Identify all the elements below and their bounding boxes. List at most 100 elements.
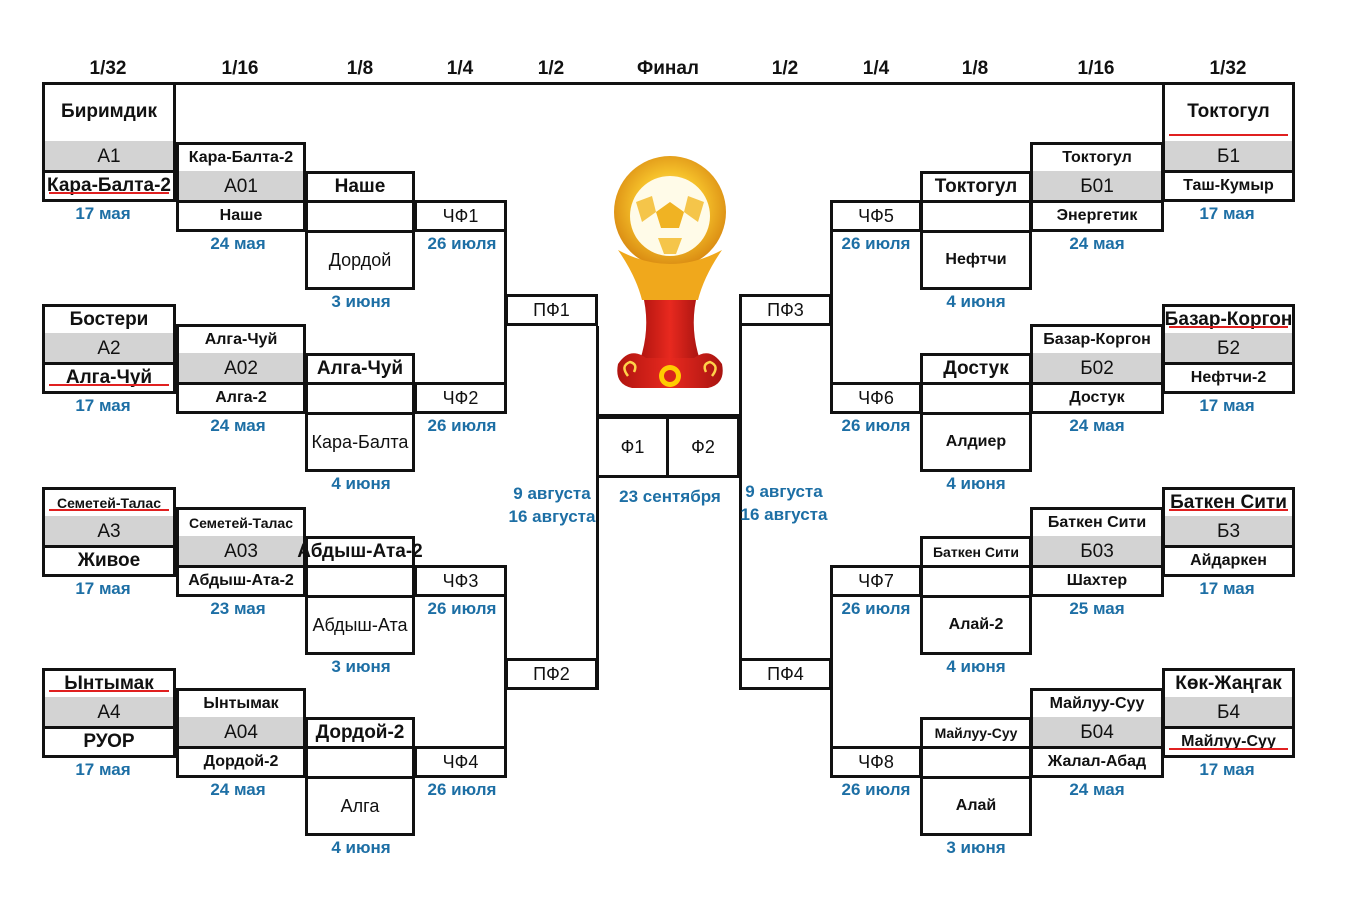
match-date: 24 мая — [1069, 234, 1125, 253]
team-box: Алай — [920, 776, 1032, 836]
match-date: 24 мая — [210, 780, 266, 799]
match-date: 26 июля — [427, 234, 497, 253]
trophy-icon — [614, 156, 726, 388]
group-code: Б3 — [1162, 516, 1295, 548]
round-header: 1/2 — [771, 58, 799, 79]
team-box: Наше — [176, 200, 306, 232]
team-box: Бостери — [42, 304, 176, 336]
group-code: А01 — [176, 171, 306, 203]
team-box: Шахтер — [1030, 565, 1164, 597]
group-code: Б04 — [1030, 717, 1164, 749]
team-box: Токтогул — [1162, 82, 1295, 144]
team-box: Майлуу-Суу — [920, 717, 1032, 749]
match-date: 26 июля — [841, 234, 911, 253]
match-date: 24 мая — [1069, 416, 1125, 435]
quarterfinal-box: ЧФ5 — [830, 200, 922, 232]
quarterfinal-box: ЧФ8 — [830, 746, 922, 778]
final-leg-box: Ф2 — [666, 416, 740, 478]
semifinal-box: ПФ1 — [505, 294, 598, 326]
match-date: 17 мая — [75, 579, 131, 598]
match-date: 17 мая — [75, 204, 131, 223]
match-date: 24 мая — [210, 234, 266, 253]
team-box: Семетей-Талас — [176, 507, 306, 539]
round-header: 1/4 — [862, 58, 890, 79]
team-box: Кара-Балта — [305, 412, 415, 472]
match-date: 17 мая — [1199, 396, 1255, 415]
match-date: 3 июня — [331, 292, 391, 311]
quarterfinal-box: ЧФ4 — [414, 746, 507, 778]
match-date: 26 июля — [427, 599, 497, 618]
empty-slot — [305, 565, 415, 595]
semifinal-box: ПФ3 — [739, 294, 832, 326]
group-code: А04 — [176, 717, 306, 749]
team-box: Базар-Коргон — [1162, 304, 1295, 336]
match-date: 24 мая — [1069, 780, 1125, 799]
empty-slot — [305, 200, 415, 230]
group-code: А4 — [42, 697, 176, 729]
round-header: 1/8 — [961, 58, 989, 79]
match-date: 23 сентября — [619, 487, 721, 506]
match-date: 23 мая — [210, 599, 266, 618]
team-box: Баткен Сити — [920, 536, 1032, 568]
group-code: Б4 — [1162, 697, 1295, 729]
bracket-line — [739, 326, 742, 690]
team-box: Алга-Чуй — [305, 353, 415, 385]
group-code: А3 — [42, 516, 176, 548]
team-box: Алга-Чуй — [42, 362, 176, 394]
top-border-line — [42, 82, 1295, 85]
quarterfinal-box: ЧФ6 — [830, 382, 922, 414]
final-leg-box: Ф1 — [596, 416, 669, 478]
bracket-line — [599, 414, 739, 417]
group-code: А2 — [42, 333, 176, 365]
group-code: Б1 — [1162, 141, 1295, 173]
team-box: Абдыш-Ата-2 — [297, 536, 423, 568]
team-box: Энергетик — [1030, 200, 1164, 232]
team-box: Базар-Коргон — [1030, 324, 1164, 356]
match-date: 16 августа — [508, 507, 596, 526]
team-box: Алай-2 — [920, 595, 1032, 655]
team-box: Биримдик — [42, 82, 176, 144]
round-header: 1/32 — [89, 58, 127, 79]
match-date: 3 июня — [946, 838, 1006, 857]
match-date: 17 мая — [1199, 579, 1255, 598]
round-header: 1/8 — [346, 58, 374, 79]
match-date: 4 июня — [331, 838, 391, 857]
team-box: Майлуу-Суу — [1162, 726, 1295, 758]
round-header: 1/2 — [537, 58, 565, 79]
match-date: 4 июня — [946, 657, 1006, 676]
group-code: А1 — [42, 141, 176, 173]
match-date: 9 августа — [513, 484, 591, 503]
quarterfinal-box: ЧФ7 — [830, 565, 922, 597]
empty-slot — [920, 382, 1032, 412]
quarterfinal-box: ЧФ2 — [414, 382, 507, 414]
team-box: Алга-Чуй — [176, 324, 306, 356]
round-header: 1/4 — [446, 58, 474, 79]
round-header: 1/16 — [221, 58, 259, 79]
team-box: Баткен Сити — [1162, 487, 1295, 519]
semifinal-box: ПФ4 — [739, 658, 832, 690]
bracket-line — [596, 326, 599, 454]
match-date: 4 июня — [946, 474, 1006, 493]
team-box: Нефтчи — [920, 230, 1032, 290]
match-date: 26 июля — [841, 780, 911, 799]
quarterfinal-box: ЧФ3 — [414, 565, 507, 597]
team-box: Майлуу-Суу — [1030, 688, 1164, 720]
team-box: Нефтчи-2 — [1162, 362, 1295, 394]
team-box: Живое — [42, 545, 176, 577]
empty-slot — [305, 382, 415, 412]
group-code: Б03 — [1030, 536, 1164, 568]
quarterfinal-box: ЧФ1 — [414, 200, 507, 232]
team-box: Алдиер — [920, 412, 1032, 472]
team-box: Семетей-Талас — [42, 487, 176, 519]
match-date: 25 мая — [1069, 599, 1125, 618]
team-box: Баткен Сити — [1030, 507, 1164, 539]
match-date: 4 июня — [331, 474, 391, 493]
team-box: Токтогул — [920, 171, 1032, 203]
round-header: 1/32 — [1209, 58, 1247, 79]
group-code: Б02 — [1030, 353, 1164, 385]
match-date: 4 июня — [946, 292, 1006, 311]
team-box: Дордой-2 — [305, 717, 415, 749]
empty-slot — [305, 746, 415, 776]
empty-slot — [920, 200, 1032, 230]
team-box: РУОР — [42, 726, 176, 758]
